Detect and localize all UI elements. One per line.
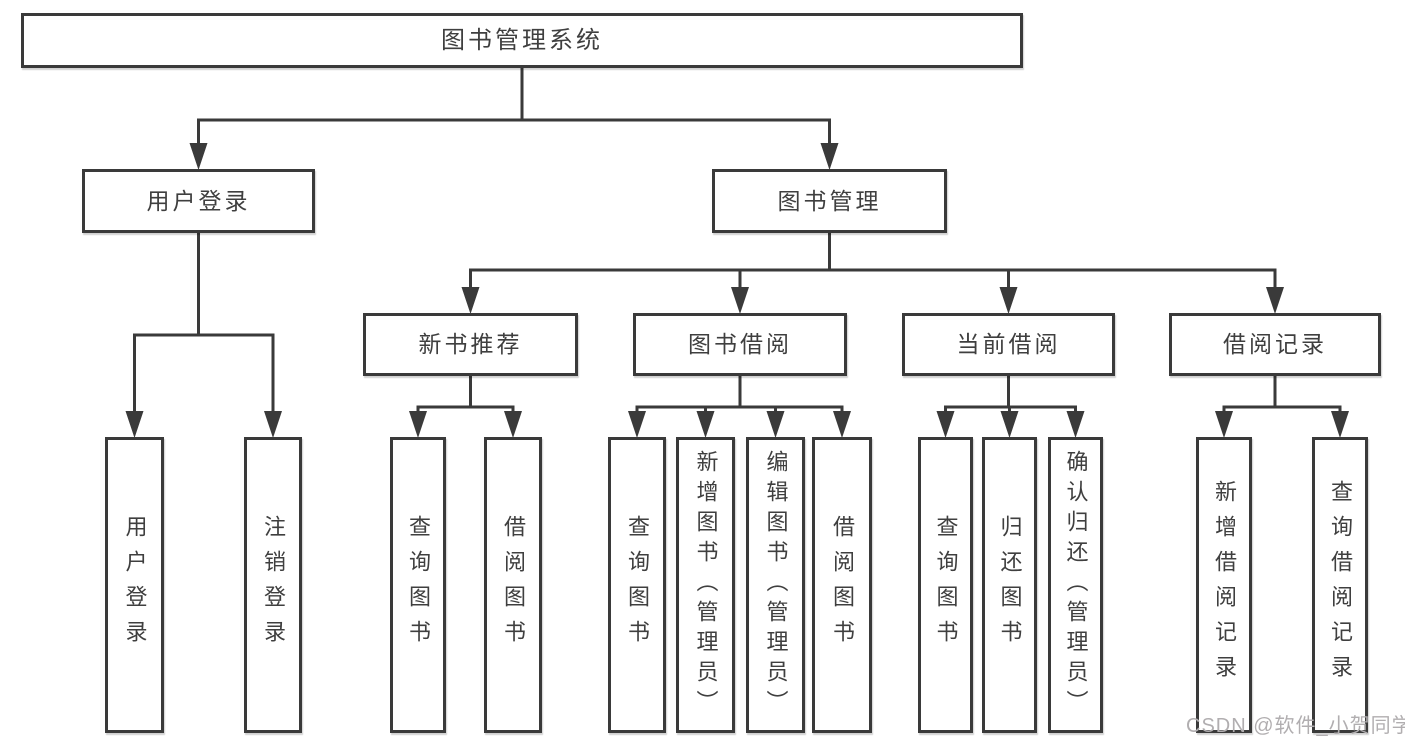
node-leaf-query-book-1: 查询图书 — [390, 437, 446, 733]
node-label: 归还图书 — [997, 515, 1023, 655]
node-label: 图书借阅 — [688, 331, 792, 357]
node-label: 借阅图书 — [830, 515, 855, 655]
node-label: 编辑图书（管理员） — [763, 450, 789, 720]
node-label: 查询借阅记录 — [1328, 480, 1353, 690]
node-label: 图书管理系统 — [441, 26, 603, 54]
node-label: 查询图书 — [933, 515, 959, 655]
node-label: 查询图书 — [625, 515, 650, 655]
node-label: 新增借阅记录 — [1212, 480, 1237, 690]
node-label: 用户登录 — [146, 187, 251, 214]
node-label: 新增图书（管理员） — [693, 450, 719, 720]
node-label: 借阅记录 — [1223, 331, 1327, 357]
node-label: 查询图书 — [406, 515, 431, 655]
node-current-borrow: 当前借阅 — [902, 313, 1115, 376]
node-label: 确认归还（管理员） — [1063, 450, 1089, 720]
node-leaf-borrow-book-2: 借阅图书 — [812, 437, 872, 733]
node-book-mgmt: 图书管理 — [712, 169, 947, 233]
node-leaf-logout: 注销登录 — [244, 437, 302, 733]
node-label: 新书推荐 — [418, 331, 523, 357]
node-label: 当前借阅 — [956, 331, 1061, 357]
watermark: CSDN @软件_小贺同学 — [1186, 715, 1405, 737]
node-leaf-query-book-2: 查询图书 — [608, 437, 666, 733]
node-book-borrow: 图书借阅 — [633, 313, 847, 376]
node-label: 注销登录 — [261, 515, 286, 655]
node-borrow-record: 借阅记录 — [1169, 313, 1381, 376]
node-label: 图书管理 — [777, 187, 882, 214]
node-label: 借阅图书 — [501, 515, 526, 655]
node-leaf-user-login: 用户登录 — [105, 437, 164, 733]
node-root: 图书管理系统 — [21, 13, 1023, 68]
node-leaf-edit-book: 编辑图书（管理员） — [746, 437, 805, 733]
node-leaf-query-book-3: 查询图书 — [918, 437, 973, 733]
node-leaf-borrow-book-1: 借阅图书 — [484, 437, 542, 733]
node-new-book: 新书推荐 — [363, 313, 578, 376]
node-leaf-return-book: 归还图书 — [982, 437, 1037, 733]
node-label: 用户登录 — [122, 515, 148, 655]
node-leaf-confirm-return: 确认归还（管理员） — [1048, 437, 1103, 733]
node-leaf-add-record: 新增借阅记录 — [1196, 437, 1252, 733]
node-leaf-query-record: 查询借阅记录 — [1312, 437, 1368, 733]
node-leaf-add-book: 新增图书（管理员） — [676, 437, 735, 733]
node-user-login: 用户登录 — [82, 169, 315, 233]
